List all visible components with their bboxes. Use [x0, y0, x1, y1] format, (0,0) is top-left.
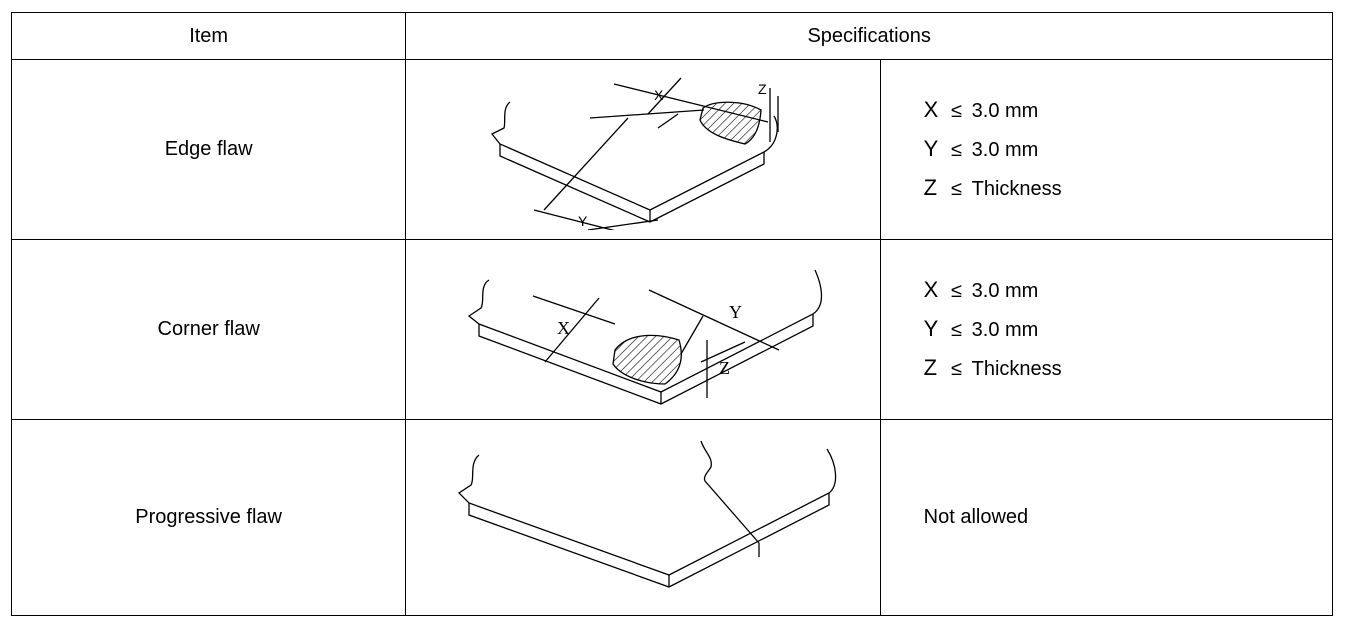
not-allowed-text: Not allowed	[923, 506, 1029, 528]
corner-flaw-specs: X≤3.0 mm Y≤3.0 mm Z≤Thickness	[879, 239, 1334, 420]
corner-flaw-diagram: X Y Z	[467, 269, 823, 405]
spec-line: X≤3.0 mm	[923, 97, 1039, 122]
table-row: Edge flaw	[10, 59, 1334, 240]
table-row: Corner flaw	[10, 239, 1334, 420]
header-row: Item Specifications	[10, 12, 1333, 60]
edge-flaw-specs: X≤3.0 mm Y≤3.0 mm Z≤Thickness	[879, 59, 1334, 240]
header-specifications: Specifications	[405, 12, 1333, 60]
edge-flaw-label-z: Z	[758, 81, 767, 97]
edge-flaw-label-x: X	[654, 87, 664, 103]
spec-line: X≤3.0 mm	[923, 277, 1039, 302]
spec-line: Y≤3.0 mm	[923, 136, 1039, 161]
flaw-spec-table: Item Specifications Edge flaw	[10, 12, 1334, 616]
table-row: Progressive flaw Not allowed	[10, 419, 1334, 616]
spec-line: Z≤Thickness	[923, 355, 1062, 380]
item-progressive-flaw: Progressive flaw	[10, 419, 407, 616]
item-edge-flaw: Edge flaw	[10, 59, 407, 240]
corner-flaw-label-y: Y	[729, 302, 742, 322]
edge-flaw-label-y: Y	[578, 213, 588, 229]
progressive-flaw-spec: Not allowed	[879, 419, 1334, 616]
header-item: Item	[10, 12, 407, 60]
progressive-flaw-diagram	[457, 440, 837, 588]
corner-flaw-figure-cell: X Y Z	[405, 239, 881, 420]
progressive-flaw-figure-cell	[405, 419, 881, 616]
edge-flaw-diagram: X Y Z	[490, 77, 779, 230]
spec-line: Z≤Thickness	[923, 175, 1062, 200]
edge-flaw-figure-cell: X Y Z	[405, 59, 881, 240]
item-corner-flaw: Corner flaw	[10, 239, 407, 420]
corner-flaw-label-x: X	[557, 318, 570, 338]
spec-line: Y≤3.0 mm	[923, 316, 1039, 341]
corner-flaw-label-z: Z	[719, 358, 730, 378]
